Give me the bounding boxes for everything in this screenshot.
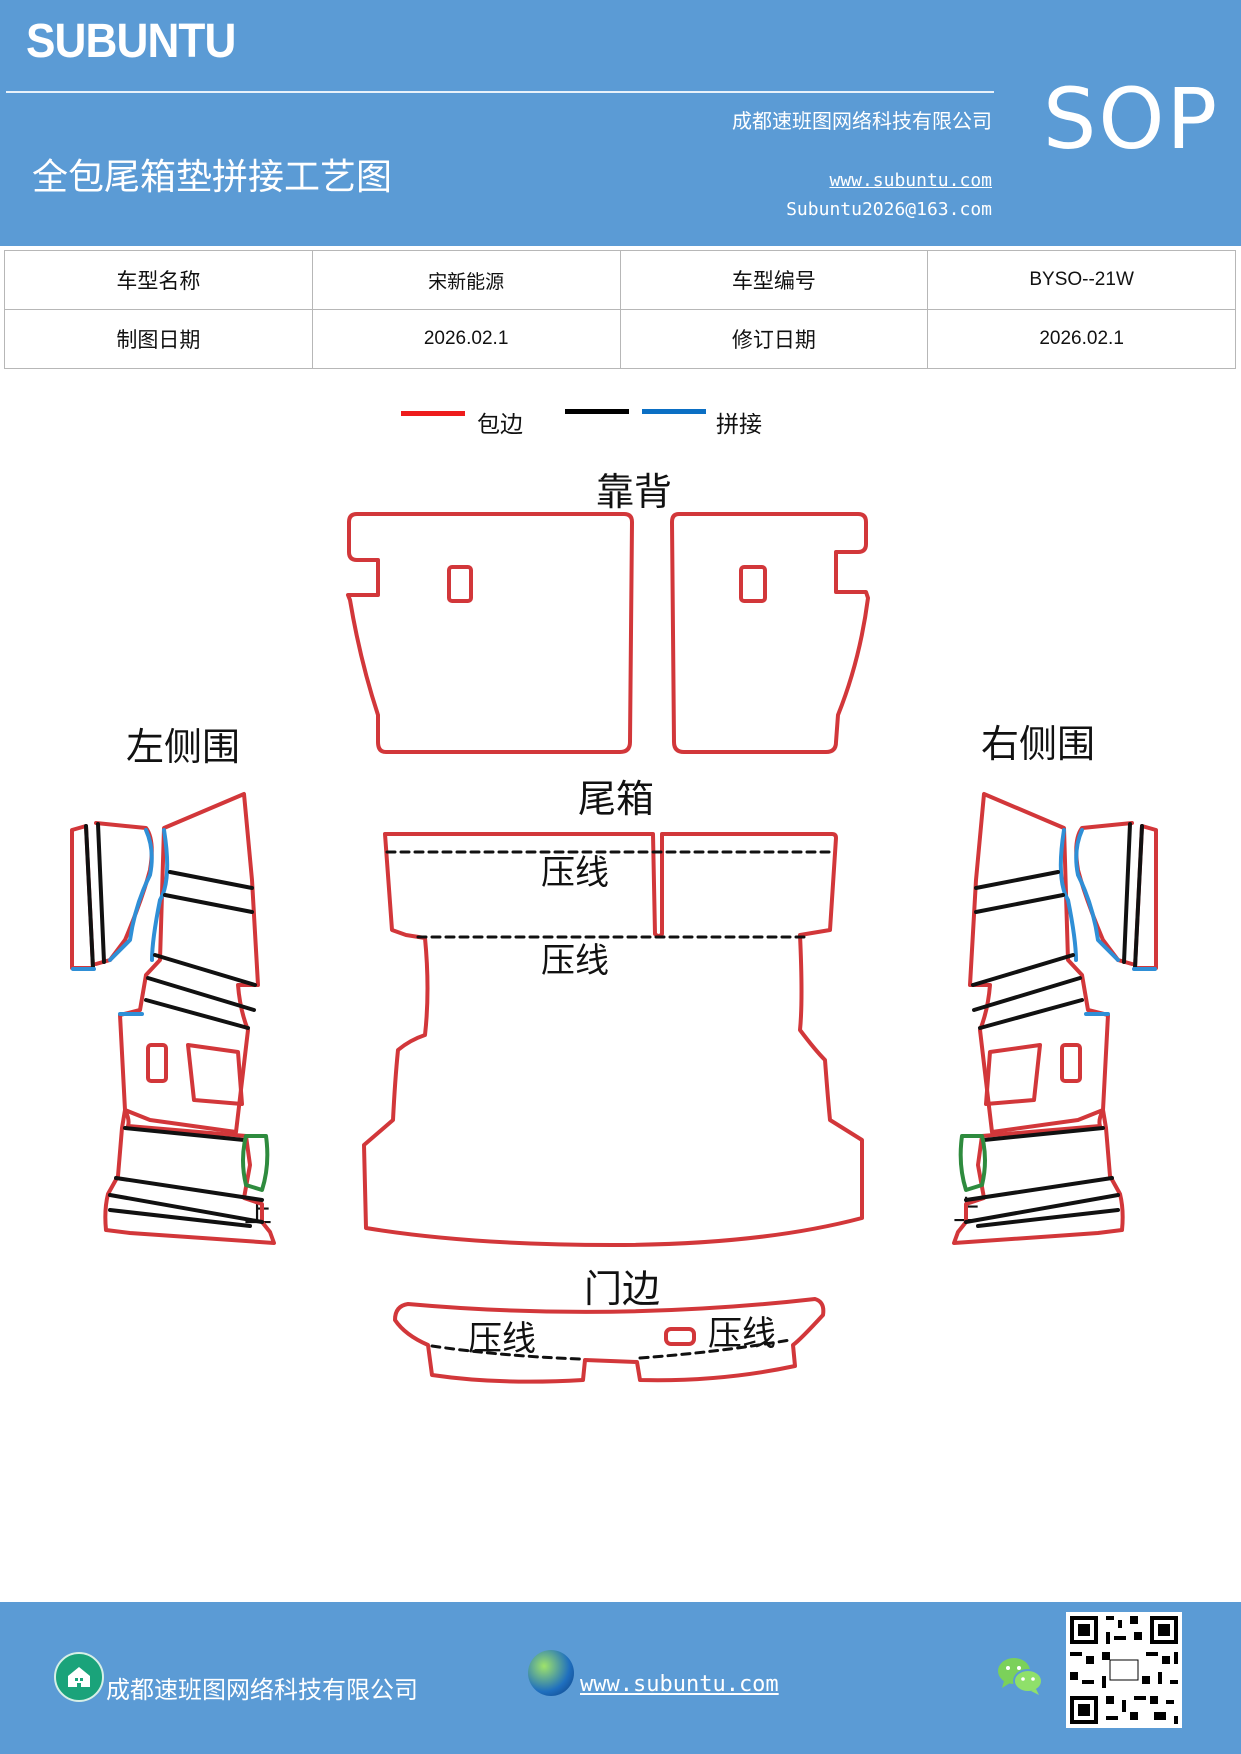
value-draw-date: 2026.02.1 [311,309,621,369]
left-side-panel [70,792,276,1245]
legend: 包边 拼接 [0,395,1241,445]
left-hole-large [186,1043,244,1106]
header-company: 成都速班图网络科技有限公司 [732,109,992,133]
table-row: 车型名称 宋新能源 车型编号 BYSO--21W [4,250,1236,310]
label-trunk: 尾箱 [578,777,654,821]
left-hole-small [146,1043,168,1083]
left-splice-b [118,828,170,1016]
mat-cutting-diagram: 靠背 尾箱 左侧围 右侧围 门边 压线 压线 压线 压线 上 上 [70,470,1158,1384]
globe-icon [528,1650,574,1696]
header-banner: SUBUNTU 成都速班图网络科技有限公司 全包尾箱垫拼接工艺图 www.sub… [0,0,1241,246]
info-table: 车型名称 宋新能源 车型编号 BYSO--21W 制图日期 2026.02.1 … [4,250,1236,369]
backrest-right-hole [739,565,767,603]
label-draw-date: 制图日期 [4,309,313,369]
label-model-code: 车型编号 [619,250,929,310]
backrest-left-hole [447,565,473,603]
left-seams-upper [144,870,257,1030]
legend-label-edge: 包边 [477,412,523,438]
right-side-panel [952,792,1158,1245]
wechat-icon[interactable] [996,1654,1044,1698]
value-revise-date: 2026.02.1 [927,309,1236,369]
legend-swatch-splice [642,409,706,414]
right-hole-small [1060,1043,1082,1083]
table-row: 制图日期 2026.02.1 修订日期 2026.02.1 [4,309,1236,369]
right-hole-large [984,1043,1042,1106]
label-revise-date: 修订日期 [619,309,929,369]
label-left-side: 左侧围 [126,725,240,769]
right-splice-b [1058,828,1110,1016]
left-lower-panel [103,1108,276,1245]
right-green-mark [958,1134,987,1192]
right-lower-panel [952,1108,1125,1245]
label-right-side: 右侧围 [981,722,1095,766]
door-edge-panel [393,1297,826,1384]
left-splice-a [71,828,154,971]
header-email: Subuntu2026@163.com [786,199,992,220]
header-website-link[interactable]: www.subuntu.com [829,170,992,191]
header-divider [6,91,994,93]
footer-banner: 成都速班图网络科技有限公司 www.subuntu.com [0,1602,1241,1754]
right-splice-a [1074,828,1157,971]
page-title: 全包尾箱垫拼接工艺图 [32,157,393,198]
label-model-name: 车型名称 [4,250,313,310]
footer-website-link[interactable]: www.subuntu.com [580,1672,779,1697]
trunk-main-panel [362,832,864,1247]
brand-logo: SUBUNTU [26,15,236,68]
right-seams-upper [971,870,1084,1030]
label-door-edge: 门边 [584,1267,660,1311]
backrest-right-panel [670,512,870,754]
legend-label-splice: 拼接 [716,412,762,438]
left-upper-panel [118,792,260,1134]
right-seams-lower [964,1126,1120,1228]
label-press-line-1: 压线 [541,853,609,893]
footer-company: 成都速班图网络科技有限公司 [106,1676,418,1704]
value-model-code: BYSO--21W [927,250,1236,310]
qr-code [1066,1612,1182,1728]
right-seam-a [1122,822,1144,970]
door-press-line-right [638,1338,792,1360]
building-icon [54,1652,104,1702]
label-backrest: 靠背 [596,470,672,514]
sop-badge: SOP [1043,70,1220,168]
door-press-line-left [430,1344,582,1361]
left-seam-a [84,822,106,970]
legend-swatch-edge [401,411,465,416]
legend-swatch-seam [565,409,629,414]
backrest-left-panel [346,512,634,754]
right-upper-panel [968,792,1110,1134]
left-green-mark [241,1134,270,1192]
label-press-line-2: 压线 [541,941,609,981]
left-seams-lower [108,1126,264,1228]
value-model-name: 宋新能源 [311,250,621,310]
door-edge-hole [664,1327,696,1346]
